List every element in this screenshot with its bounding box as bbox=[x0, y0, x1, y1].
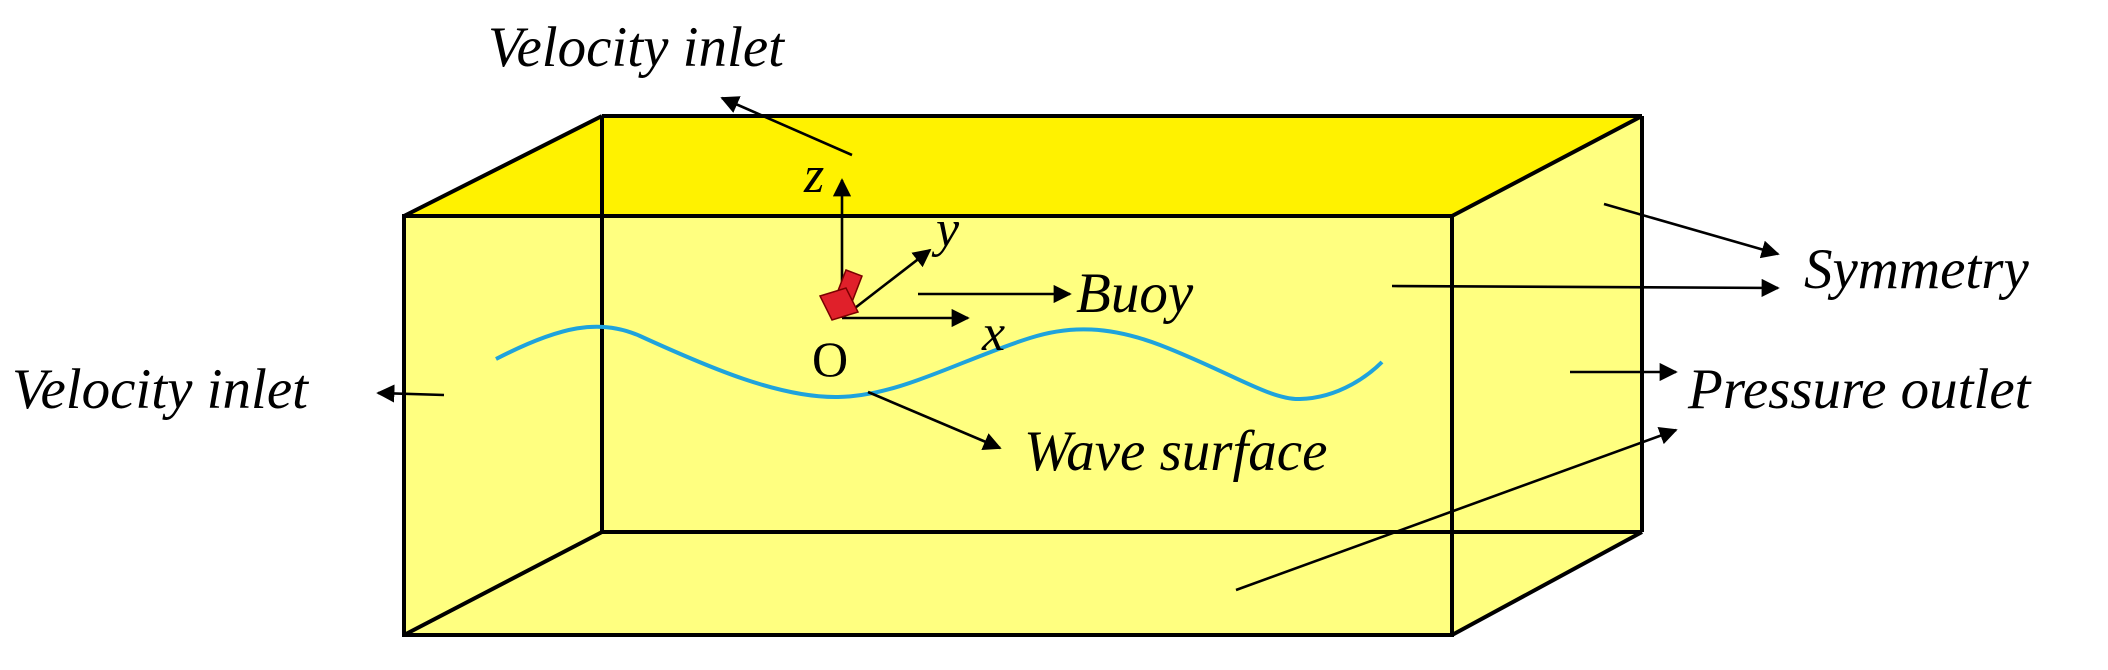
symmetry-label: Symmetry bbox=[1804, 238, 2029, 301]
pressure-outlet-label: Pressure outlet bbox=[1687, 358, 2032, 421]
origin-label: O bbox=[812, 331, 848, 387]
wave-surface-label: Wave surface bbox=[1024, 420, 1327, 483]
velocity-inlet-left-label: Velocity inlet bbox=[12, 358, 309, 421]
buoy-label: Buoy bbox=[1076, 262, 1194, 325]
velocity-inlet-top-label: Velocity inlet bbox=[488, 16, 785, 79]
top-face bbox=[404, 116, 1642, 216]
y-axis-label: y bbox=[931, 201, 960, 258]
right-face bbox=[1452, 116, 1642, 635]
annotation-arrows bbox=[376, 96, 1780, 592]
buoy-shape bbox=[818, 269, 863, 321]
x-axis-label: x bbox=[981, 305, 1005, 362]
z-axis-label: z bbox=[803, 147, 824, 204]
box-edges bbox=[402, 114, 1644, 637]
wave-surface-curve bbox=[495, 324, 1384, 402]
